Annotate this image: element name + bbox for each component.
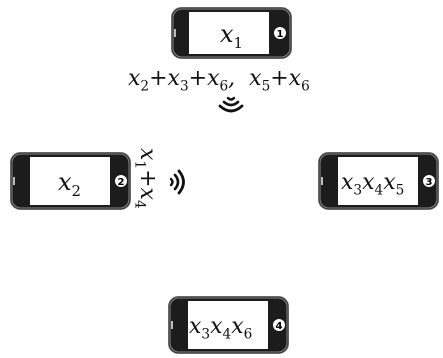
badge-1: 1 [277, 29, 284, 40]
badge-3: 3 [426, 177, 433, 188]
phone-2: 2 [10, 152, 131, 210]
iphone-icon: 2 [10, 152, 131, 210]
iphone-icon: 1 [171, 7, 292, 59]
phone-2-label: x2 [58, 168, 82, 200]
message-left: x1+x4 [131, 148, 160, 209]
message-top: x2+x3+x6, x5+x6 [128, 66, 310, 95]
phone-1: 1 [171, 7, 292, 59]
phone-4-label: x3x4x6 [189, 314, 253, 343]
broadcast-wave-icon [169, 169, 185, 195]
badge-4: 4 [276, 321, 283, 332]
phone-3-label: x3x4x5 [341, 170, 405, 199]
phone-1-label: x1 [220, 20, 244, 52]
iphone-icon: 4 [168, 296, 289, 354]
broadcast-wave-icon [218, 96, 244, 113]
phone-3: 3 [318, 152, 439, 210]
badge-2: 2 [118, 177, 125, 188]
phone-4: 4 [168, 296, 289, 354]
iphone-icon: 3 [318, 152, 439, 210]
